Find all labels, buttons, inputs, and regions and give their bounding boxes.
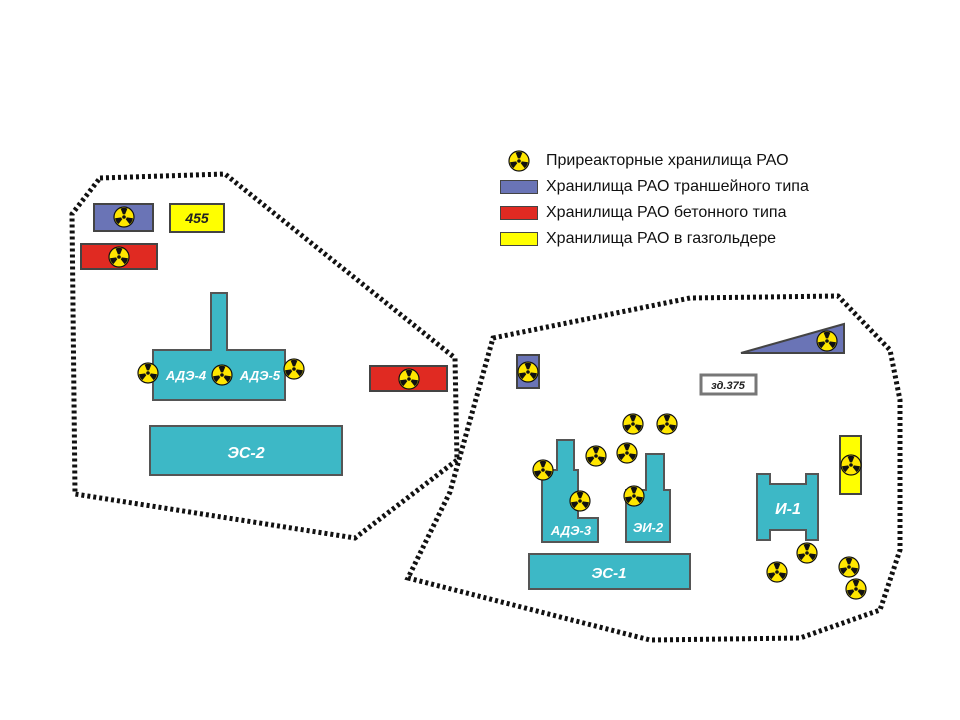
radiation-icon xyxy=(517,361,539,383)
radiation-icon xyxy=(766,561,788,583)
radiation-icon xyxy=(622,413,644,435)
building-label-ade3: АДЭ-3 xyxy=(550,523,592,538)
radiation-icon xyxy=(398,368,420,390)
radiation-icon xyxy=(283,358,305,380)
building-es2 xyxy=(149,425,343,476)
building-label-zd375: зд.375 xyxy=(711,380,746,392)
building-label-i1: И-1 xyxy=(775,501,801,518)
radiation-icon xyxy=(137,362,159,384)
radiation-icon xyxy=(623,485,645,507)
radiation-icon xyxy=(500,148,538,174)
building-label-ei2: ЭИ-2 xyxy=(633,520,664,535)
legend-item-trench-storage: Хранилища РАО траншейного типа xyxy=(500,174,809,200)
reactor-building-i1 xyxy=(756,473,819,541)
legend-label: Хранилища РАО в газгольдере xyxy=(546,230,777,247)
building-label-ade4: АДЭ-4 xyxy=(165,368,207,383)
radiation-icon xyxy=(838,556,860,578)
radiation-icon xyxy=(569,490,591,512)
building-label-es1: ЭС-1 xyxy=(592,565,627,582)
radiation-icon xyxy=(845,578,867,600)
radiation-icon xyxy=(616,442,638,464)
legend-swatch-concrete xyxy=(500,206,538,220)
radiation-icon xyxy=(796,542,818,564)
site-boundary-right xyxy=(404,293,903,643)
legend-swatch-gasholder xyxy=(500,232,538,246)
radiation-icon xyxy=(211,364,233,386)
building-label-ade5: АДЭ-5 xyxy=(239,368,281,383)
legend-item-concrete-storage: Хранилища РАО бетонного типа xyxy=(500,200,809,226)
radiation-icon xyxy=(816,330,838,352)
radiation-icon xyxy=(113,206,135,228)
site-boundary-left xyxy=(69,171,460,541)
legend-label: Хранилища РАО бетонного типа xyxy=(546,204,787,221)
gasholder-storage-455 xyxy=(169,203,225,233)
radiation-icon xyxy=(840,454,862,476)
radiation-icon xyxy=(656,413,678,435)
radiation-icon xyxy=(108,246,130,268)
legend-item-gasholder-storage: Хранилища РАО в газгольдере xyxy=(500,226,809,252)
reactor-building-ade4-ade5 xyxy=(152,292,286,401)
legend-swatch-trench xyxy=(500,180,538,194)
legend: Приреакторные хранилища РАО Хранилища РА… xyxy=(500,148,809,252)
reactor-building-ei2 xyxy=(625,453,671,543)
legend-item-reactor-storage: Приреакторные хранилища РАО xyxy=(500,148,809,174)
legend-label: Хранилища РАО траншейного типа xyxy=(546,178,809,195)
building-label-455: 455 xyxy=(184,210,209,226)
radiation-icon xyxy=(585,445,607,467)
legend-label: Приреакторные хранилища РАО xyxy=(546,152,789,169)
radiation-icon xyxy=(532,459,554,481)
building-label-es2: ЭС-2 xyxy=(227,445,264,462)
building-es1 xyxy=(528,553,691,590)
building-zd375 xyxy=(699,373,758,396)
